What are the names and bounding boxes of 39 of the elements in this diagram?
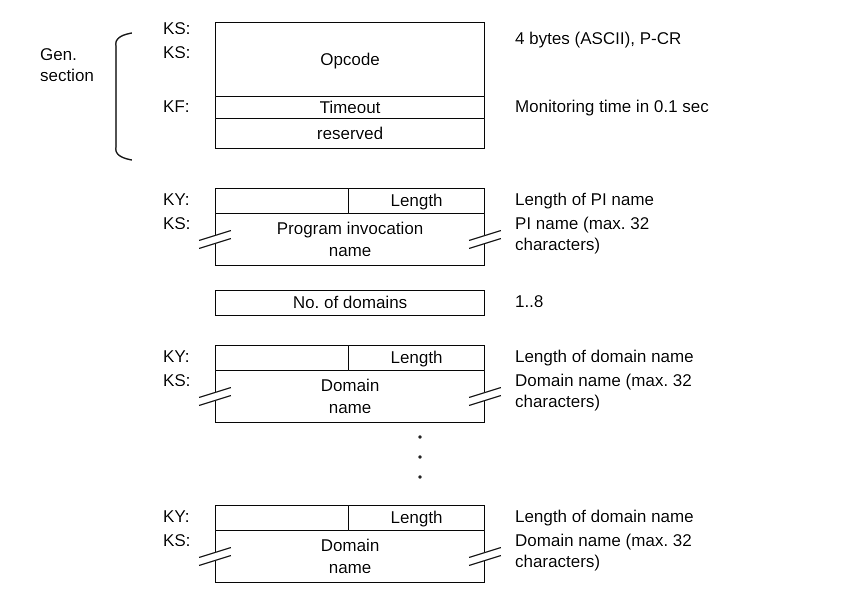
field-description: Length of PI name: [515, 189, 654, 210]
field-box: [215, 96, 485, 119]
field-description: 1..8: [515, 291, 544, 312]
data-type-label: KS:: [163, 18, 190, 40]
field-box: [348, 188, 485, 214]
field-name: No. of domains: [292, 292, 408, 314]
field-box: [215, 290, 485, 316]
field-name: Program invocation name: [276, 218, 424, 261]
data-type-label: KS:: [163, 213, 190, 234]
field-description: Length of domain name: [515, 506, 694, 528]
field-description: Domain name (max. 32 characters): [515, 370, 693, 412]
field-box: [348, 345, 485, 371]
field-name: Domain name: [320, 375, 380, 418]
data-type-label: KF:: [163, 96, 190, 118]
data-type-label: KS:: [163, 370, 190, 392]
data-type-label: KS:: [163, 42, 190, 64]
field-name: Length: [390, 190, 442, 212]
data-type-label: KY:: [163, 346, 190, 368]
field-box: [348, 505, 485, 531]
field-name: Domain name: [320, 535, 380, 578]
field-box: [215, 530, 485, 583]
field-name: Opcode: [320, 48, 380, 70]
field-description: PI name (max. 32 characters): [515, 213, 650, 256]
field-box: [215, 370, 485, 423]
field-name: Length: [390, 347, 442, 369]
field-name: Length: [390, 507, 442, 529]
data-type-label: KY:: [163, 506, 190, 528]
field-name: reserved: [316, 122, 384, 144]
field-description: Domain name (max. 32 characters): [515, 530, 693, 572]
data-type-label: KS:: [163, 530, 190, 552]
field-name: Timeout: [320, 96, 380, 118]
field-description: 4 bytes (ASCII), P-CR: [515, 28, 682, 50]
field-box: [215, 22, 485, 97]
section-label: Gen. section: [40, 44, 95, 86]
field-box: [215, 213, 485, 266]
data-type-label: KY:: [163, 189, 190, 210]
field-description: Length of domain name: [515, 346, 694, 368]
field-box: [215, 118, 485, 149]
field-description: Monitoring time in 0.1 sec: [515, 96, 709, 118]
